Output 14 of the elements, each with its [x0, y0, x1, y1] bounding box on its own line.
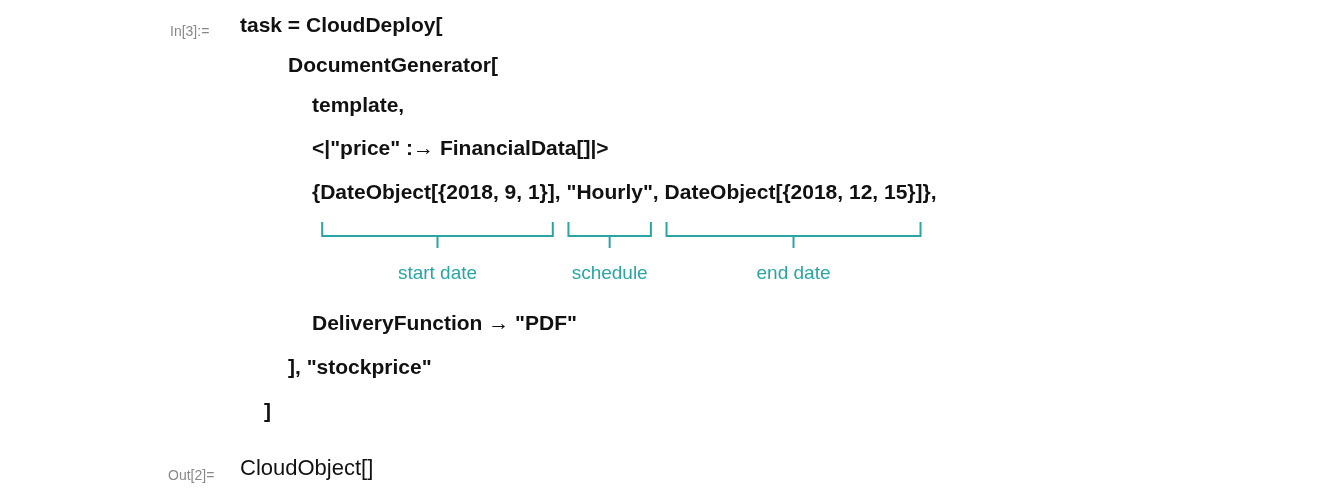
code-line: <|"price" :→ FinancialData[]|>	[312, 135, 609, 161]
bracket-label: end date	[756, 261, 831, 285]
bracket-label: start date	[397, 261, 478, 285]
code-line: DocumentGenerator[	[288, 52, 499, 78]
code-line: ], "stockprice"	[288, 354, 432, 380]
code-line: ]	[264, 398, 271, 424]
bracket-label: schedule	[571, 261, 648, 285]
code-line: task = CloudDeploy[	[240, 12, 443, 38]
code-line: template,	[312, 92, 405, 118]
code-line: DeliveryFunction → "PDF"	[312, 310, 577, 336]
output-prompt: Out[2]=	[168, 466, 215, 485]
input-prompt: In[3]:=	[170, 22, 210, 41]
output-line: CloudObject[]	[240, 454, 374, 482]
code-line: {DateObject[{2018, 9, 1}], "Hourly", DateObject[{2018, 12, 15}]},	[312, 179, 937, 205]
